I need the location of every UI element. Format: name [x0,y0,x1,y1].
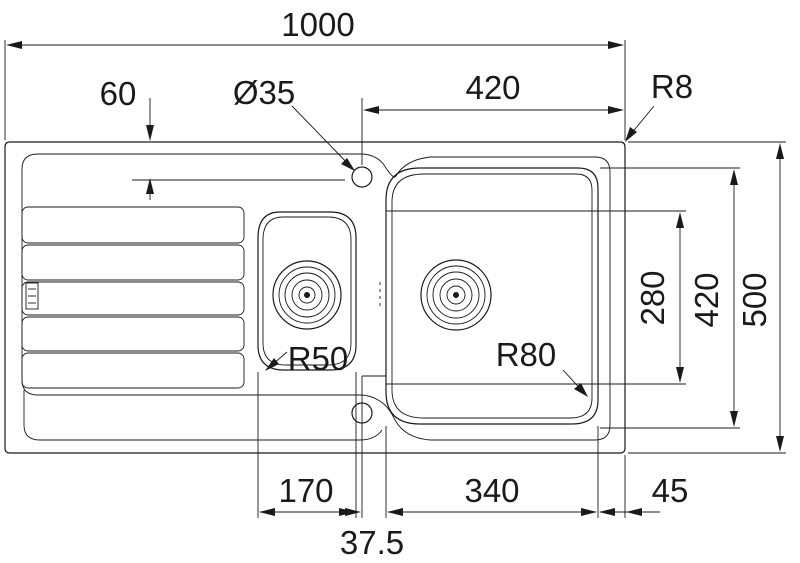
dimension-label-420-right: 420 [688,272,725,327]
dimension-drain-offset: 60 [100,75,345,200]
dimension-corner-radius: R8 [625,68,693,142]
dimension-label-45: 45 [652,472,689,509]
dimension-length-420: 420 [600,167,740,429]
dimension-right-margin: 45 [599,472,688,516]
dimension-label-60: 60 [100,75,137,112]
dimension-overall-width: 1000 [4,6,626,140]
main-bowl-strainer-icon [420,259,492,331]
dimension-small-bowl-radius: R50 [265,340,348,377]
dimension-bottom-extension-lines [257,372,626,518]
dimension-tap-hole-diameter: Ø35 [233,74,355,171]
dimension-label-340: 340 [464,472,519,509]
dimension-label-r50: R50 [288,340,349,377]
dimension-main-bowl-width: 340 [388,472,597,516]
main-bowl [379,167,599,425]
dimension-label-420-top: 420 [465,69,520,106]
small-bowl-strainer-icon [272,260,342,330]
dimension-label-d35: Ø35 [233,74,295,111]
dimension-label-280: 280 [634,270,671,325]
dimension-overall-depth: 500 [628,141,786,454]
dimension-depth-280: 280 [386,210,686,385]
dimension-label-170: 170 [278,472,333,509]
dimension-label-r8: R8 [651,68,693,105]
dimension-small-bowl-width: 170 [259,472,355,516]
dimension-bowl-gap: 37.5 [340,508,404,561]
dimension-label-r80: R80 [496,336,557,373]
dimension-main-bowl-radius: R80 [496,336,588,397]
overflow-slot [25,282,39,310]
small-bowl [257,211,357,371]
dimension-main-bowl-offset: 420 [361,69,624,165]
drainer-grooves [21,206,245,389]
dimension-label-500: 500 [736,272,773,327]
dimension-label-1000: 1000 [281,6,354,43]
dimension-label-37-5: 37.5 [340,524,404,561]
